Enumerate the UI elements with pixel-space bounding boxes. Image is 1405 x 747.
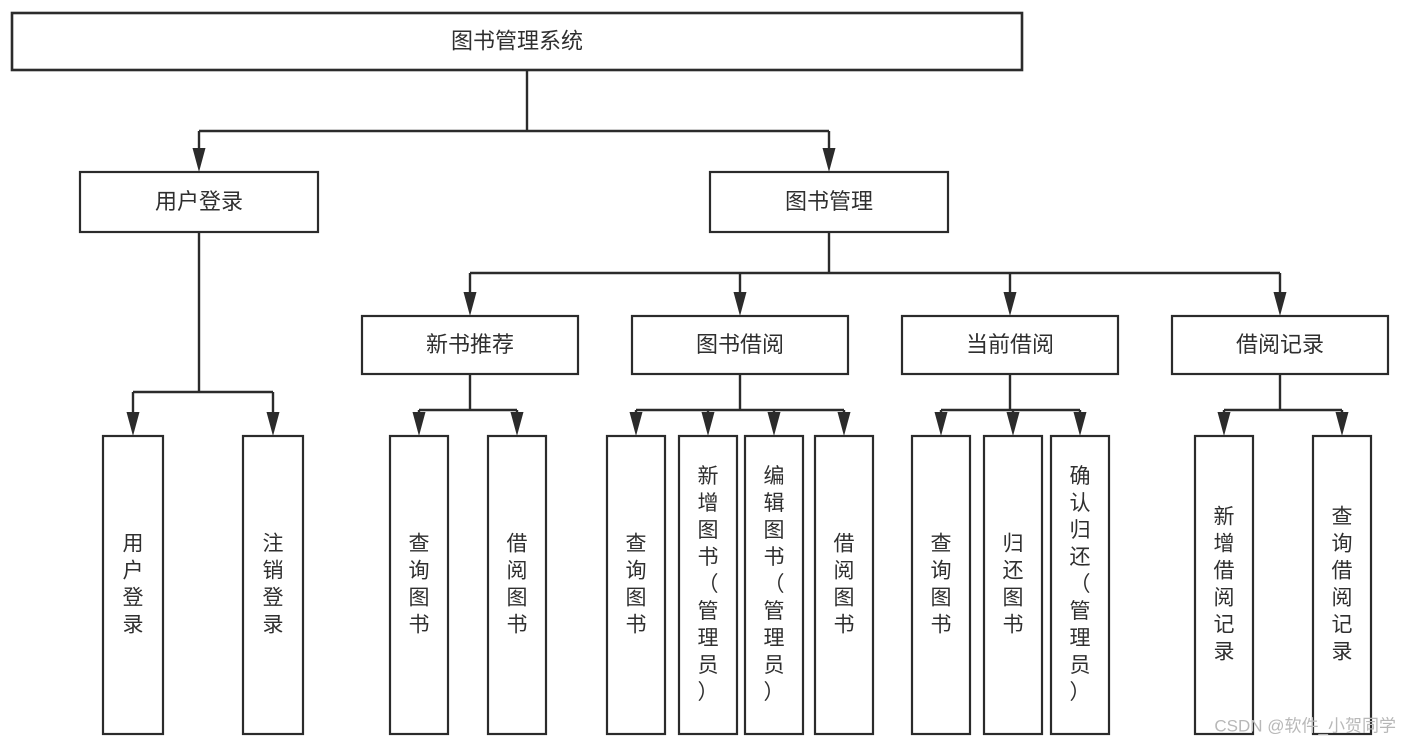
node-box[interactable] xyxy=(10,11,1024,72)
arrow-head-icon xyxy=(1073,412,1087,436)
node-level2-图书管理[interactable]: 图书管理 xyxy=(708,170,950,234)
connector-group xyxy=(629,374,851,436)
arrow-head-icon xyxy=(266,412,280,436)
node-level3-借阅记录[interactable]: 借阅记录 xyxy=(1170,314,1390,376)
node-label: 查询图书 xyxy=(931,532,952,636)
node-leaf-查询图书[interactable]: 查询图书 xyxy=(388,434,450,736)
node-layer: 图书管理系统用户登录图书管理新书推荐图书借阅当前借阅借阅记录用户登录注销登录查询… xyxy=(10,11,1390,736)
node-leaf-新增图书（管理员）[interactable]: 新增图书（管理员） xyxy=(677,434,739,736)
node-level3-当前借阅[interactable]: 当前借阅 xyxy=(900,314,1120,376)
arrow-head-icon xyxy=(412,412,426,436)
node-leaf-借阅图书[interactable]: 借阅图书 xyxy=(486,434,548,736)
node-label: 确认归还（管理员） xyxy=(1070,465,1091,704)
node-label: 新增图书（管理员） xyxy=(698,465,719,704)
connector-group xyxy=(1217,374,1349,436)
node-box[interactable] xyxy=(677,434,739,736)
node-box[interactable] xyxy=(78,170,320,234)
connector-layer xyxy=(126,70,1349,436)
connector-group xyxy=(463,232,1287,316)
node-box[interactable] xyxy=(486,434,548,736)
node-label: 当前借阅 xyxy=(966,332,1054,357)
arrow-head-icon xyxy=(1273,292,1287,316)
arrow-head-icon xyxy=(733,292,747,316)
node-label: 新书推荐 xyxy=(426,332,514,357)
node-box[interactable] xyxy=(605,434,667,736)
node-label: 借阅图书 xyxy=(507,532,528,636)
node-leaf-查询图书[interactable]: 查询图书 xyxy=(605,434,667,736)
connector-group xyxy=(126,232,280,436)
node-label: 归还图书 xyxy=(1003,532,1024,636)
node-leaf-确认归还（管理员）[interactable]: 确认归还（管理员） xyxy=(1049,434,1111,736)
node-leaf-新增借阅记录[interactable]: 新增借阅记录 xyxy=(1193,434,1255,736)
node-label: 查询借阅记录 xyxy=(1332,505,1353,663)
node-leaf-编辑图书（管理员）[interactable]: 编辑图书（管理员） xyxy=(743,434,805,736)
node-box[interactable] xyxy=(982,434,1044,736)
node-label: 图书管理系统 xyxy=(451,28,583,53)
node-label: 注销登录 xyxy=(263,532,284,636)
node-box[interactable] xyxy=(1170,314,1390,376)
node-box[interactable] xyxy=(241,434,305,736)
node-label: 图书管理 xyxy=(785,189,873,214)
arrow-head-icon xyxy=(822,148,836,172)
node-leaf-归还图书[interactable]: 归还图书 xyxy=(982,434,1044,736)
node-box[interactable] xyxy=(388,434,450,736)
node-label: 编辑图书（管理员） xyxy=(764,465,785,704)
node-leaf-注销登录[interactable]: 注销登录 xyxy=(241,434,305,736)
node-box[interactable] xyxy=(1311,434,1373,736)
node-leaf-借阅图书[interactable]: 借阅图书 xyxy=(813,434,875,736)
arrow-head-icon xyxy=(510,412,524,436)
node-label: 新增借阅记录 xyxy=(1214,505,1235,663)
node-box[interactable] xyxy=(708,170,950,234)
node-box[interactable] xyxy=(813,434,875,736)
node-box[interactable] xyxy=(360,314,580,376)
arrow-head-icon xyxy=(1003,292,1017,316)
node-level3-新书推荐[interactable]: 新书推荐 xyxy=(360,314,580,376)
arrow-head-icon xyxy=(701,412,715,436)
arrow-head-icon xyxy=(1217,412,1231,436)
node-leaf-查询图书[interactable]: 查询图书 xyxy=(910,434,972,736)
connector-group xyxy=(412,374,524,436)
connector-group xyxy=(192,70,836,172)
node-label: 查询图书 xyxy=(409,532,430,636)
arrow-head-icon xyxy=(837,412,851,436)
csdn-watermark: CSDN @软件_小贺同学 xyxy=(1214,716,1396,735)
node-leaf-查询借阅记录[interactable]: 查询借阅记录 xyxy=(1311,434,1373,736)
node-label: 借阅图书 xyxy=(834,532,855,636)
node-box[interactable] xyxy=(630,314,850,376)
arrow-head-icon xyxy=(767,412,781,436)
node-level3-图书借阅[interactable]: 图书借阅 xyxy=(630,314,850,376)
arrow-head-icon xyxy=(463,292,477,316)
node-box[interactable] xyxy=(101,434,165,736)
node-box[interactable] xyxy=(743,434,805,736)
node-box[interactable] xyxy=(1193,434,1255,736)
node-box[interactable] xyxy=(910,434,972,736)
node-label: 借阅记录 xyxy=(1236,332,1324,357)
arrow-head-icon xyxy=(934,412,948,436)
node-box[interactable] xyxy=(1049,434,1111,736)
node-label: 用户登录 xyxy=(155,189,243,214)
node-label: 查询图书 xyxy=(626,532,647,636)
arrow-head-icon xyxy=(1335,412,1349,436)
node-leaf-用户登录[interactable]: 用户登录 xyxy=(101,434,165,736)
arrow-head-icon xyxy=(126,412,140,436)
arrow-head-icon xyxy=(629,412,643,436)
node-root-图书管理系统[interactable]: 图书管理系统 xyxy=(10,11,1024,72)
node-label: 图书借阅 xyxy=(696,332,784,357)
node-label: 用户登录 xyxy=(123,532,144,636)
arrow-head-icon xyxy=(1006,412,1020,436)
connector-group xyxy=(934,374,1087,436)
arrow-head-icon xyxy=(192,148,206,172)
node-box[interactable] xyxy=(900,314,1120,376)
node-level2-用户登录[interactable]: 用户登录 xyxy=(78,170,320,234)
